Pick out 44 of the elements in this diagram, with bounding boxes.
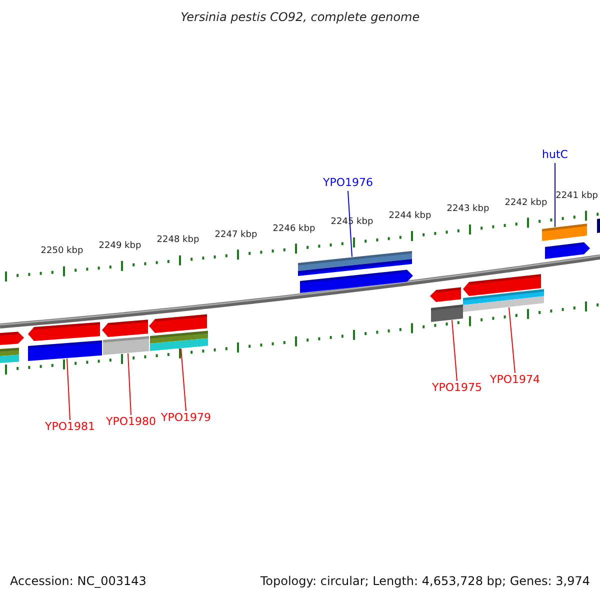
gene-label: YPO1979 [160, 411, 211, 425]
feature-bar [431, 304, 463, 322]
tick-label: 2247 kbp [214, 228, 258, 242]
gene-block [28, 322, 100, 341]
gene-label: YPO1976 [322, 176, 373, 190]
gene-block [545, 242, 590, 259]
gene-block [463, 274, 541, 296]
gene-label: YPO1975 [432, 381, 482, 395]
feature-bar [28, 340, 102, 361]
gene-block [430, 287, 461, 302]
tick-label: 2250 kbp [40, 245, 84, 258]
leader-line [180, 348, 186, 412]
feature-bar [298, 259, 412, 276]
genome-stats-text: Topology: circular; Length: 4,653,728 bp; Genes: 3,974 [260, 574, 590, 588]
gene-block [102, 320, 148, 337]
feature-bar [597, 218, 600, 233]
leader-line [66, 358, 70, 420]
tick-label: 2248 kbp [156, 234, 200, 248]
feature-bar [463, 289, 544, 312]
leader-line [554, 162, 556, 228]
map-title: Yersinia pestis CO92, complete genome [180, 10, 420, 24]
tick-label: 2246 kbp [272, 222, 316, 236]
leader-line [348, 190, 352, 258]
gene-block [149, 314, 207, 333]
leader-line [508, 306, 516, 374]
tick-label: 2242 kbp [504, 196, 548, 210]
gene-block [0, 332, 24, 345]
leader-line [128, 352, 132, 416]
tick-label: 2243 kbp [446, 203, 490, 216]
accession-text: Accession: NC_003143 [10, 574, 146, 588]
gene-label: YPO1981 [44, 420, 95, 434]
feature-bar [0, 348, 19, 363]
gene-label: hutC [542, 148, 568, 162]
tick-label: 2249 kbp [98, 240, 142, 253]
feature-bar [542, 224, 587, 241]
tick-label: 2241 kbp [556, 190, 598, 203]
feature-bar [298, 251, 412, 271]
gene-label: YPO1980 [106, 415, 156, 429]
tick-label: 2244 kbp [388, 210, 432, 224]
feature-bar [103, 336, 149, 355]
gene-label: YPO1974 [490, 373, 540, 387]
feature-bar [150, 330, 208, 351]
leader-line [452, 320, 458, 382]
gene-block [300, 270, 413, 293]
